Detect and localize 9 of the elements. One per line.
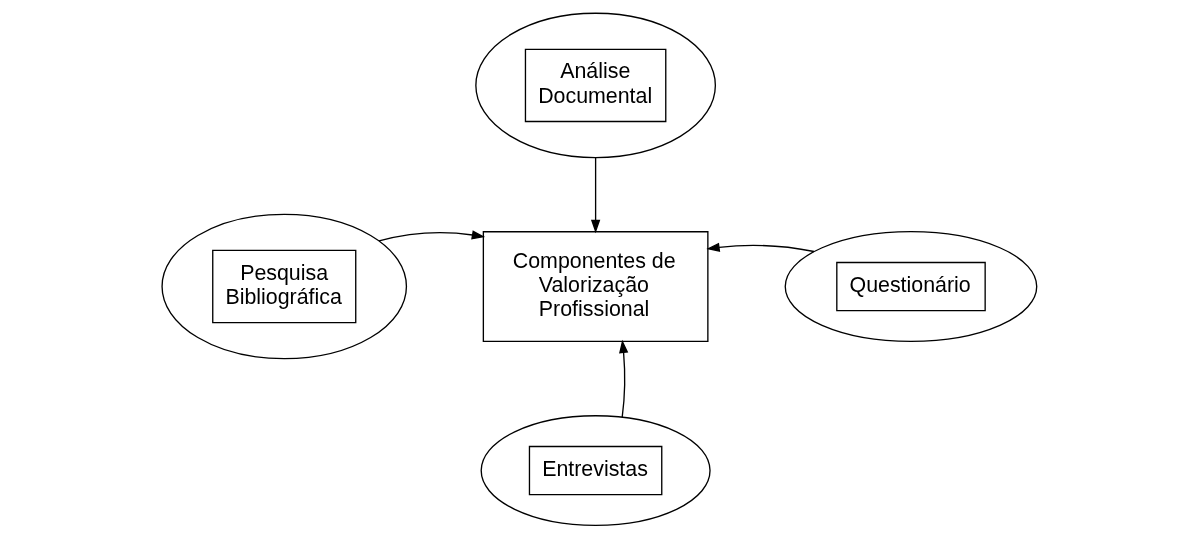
node-ellipse: Pesquisa Bibliográfica — [161, 213, 408, 360]
node-box: Componentes de Valorização Profissional — [482, 231, 709, 342]
arrow — [378, 230, 486, 242]
arrow — [706, 242, 815, 253]
arrow — [619, 339, 629, 418]
node-ellipse: Análise Documental — [475, 12, 717, 159]
arrow — [590, 156, 601, 234]
node-ellipse: Questionário — [784, 231, 1038, 342]
node-ellipse: Entrevistas — [480, 415, 711, 527]
